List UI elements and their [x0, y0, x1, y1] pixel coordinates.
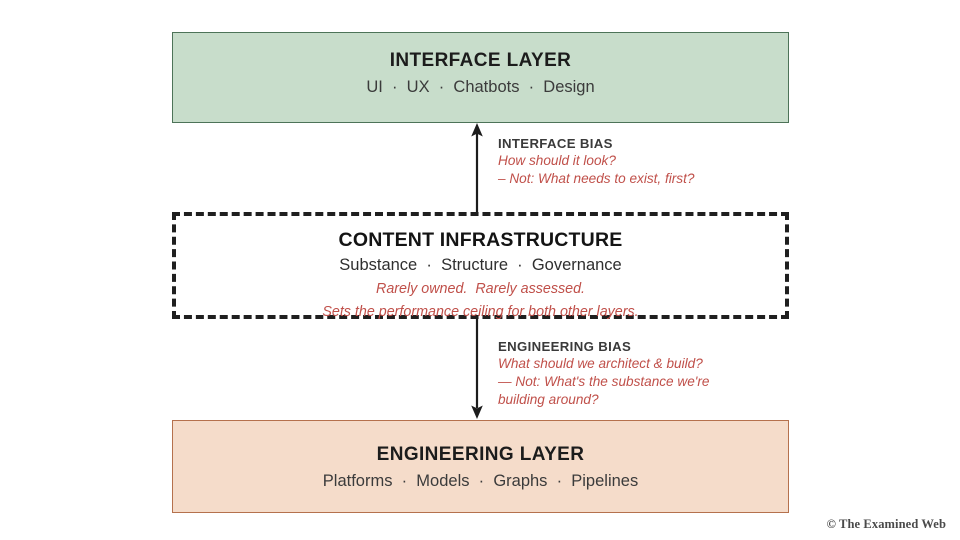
- content-infrastructure-box: CONTENT INFRASTRUCTURE Substance · Struc…: [172, 212, 789, 321]
- engineering-layer-subtitle: Platforms · Models · Graphs · Pipelines: [322, 471, 639, 490]
- interface-bias-title: INTERFACE BIAS: [498, 136, 613, 151]
- interface-layer-title: INTERFACE LAYER: [389, 50, 572, 71]
- interface-layer-subtitle: UI · UX · Chatbots · Design: [366, 77, 595, 96]
- engineering-layer-title: ENGINEERING LAYER: [376, 444, 585, 465]
- engineering-bias-line-2: — Not: What's the substance we're: [498, 373, 710, 389]
- engineering-bias-line-3: building around?: [498, 391, 599, 407]
- engineering-layer-box: ENGINEERING LAYER Platforms · Models · G…: [172, 420, 789, 513]
- content-infrastructure-note-2: Sets the performance ceiling for both ot…: [322, 304, 639, 321]
- engineering-bias-line-1: What should we architect & build?: [498, 355, 703, 371]
- interface-bias-annotation: INTERFACE BIAS How should it look? – Not…: [498, 136, 798, 188]
- interface-bias-line-1: How should it look?: [498, 152, 616, 168]
- engineering-bias-title: ENGINEERING BIAS: [498, 339, 632, 354]
- arrow-down-icon: [471, 318, 483, 419]
- interface-bias-line-2: – Not: What needs to exist, first?: [498, 170, 695, 186]
- engineering-bias-annotation: ENGINEERING BIAS What should we architec…: [498, 339, 798, 409]
- interface-layer-box: INTERFACE LAYER UI · UX · Chatbots · Des…: [172, 32, 789, 123]
- content-infrastructure-title: CONTENT INFRASTRUCTURE: [338, 229, 623, 251]
- arrow-up-icon: [471, 123, 483, 214]
- content-infrastructure-subtitle: Substance · Structure · Governance: [339, 256, 622, 275]
- footer-credit: © The Examined Web: [826, 517, 946, 531]
- content-infrastructure-note-1: Rarely owned. Rarely assessed.: [376, 281, 585, 298]
